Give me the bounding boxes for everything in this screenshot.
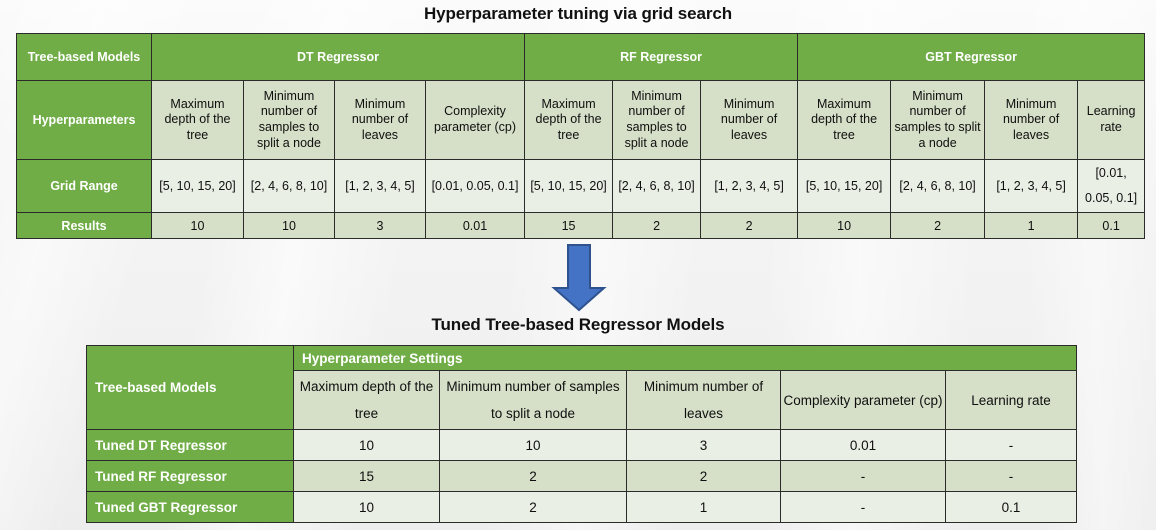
- tuned-model-label-2: Tuned GBT Regressor: [86, 491, 294, 523]
- tuned-value-1-4: -: [945, 460, 1077, 492]
- hyperparameter-settings-header: Hyperparameter Settings: [293, 345, 1077, 371]
- group-header-dt: DT Regressor: [150, 33, 526, 81]
- table-row-param-headers: Maximum depth of the tree Minimum number…: [87, 370, 1077, 430]
- table-row-models: Tree-based Models DT Regressor RF Regres…: [16, 33, 1146, 81]
- result-cell-7: 10: [797, 212, 892, 239]
- grid-range-cell-5: [2, 4, 6, 8, 10]: [612, 159, 702, 213]
- down-arrow-icon: [551, 244, 607, 312]
- table-row-hyperparameters: Hyperparameters Maximum depth of the tre…: [16, 80, 1146, 160]
- tuned-value-0-0: 10: [293, 429, 440, 461]
- tuned-value-1-3: -: [780, 460, 946, 492]
- result-cell-4: 15: [524, 212, 614, 239]
- grid-range-cell-7: [5, 10, 15, 20]: [797, 159, 892, 213]
- column-header-2: Minimum number of leaves: [334, 80, 426, 160]
- tuned-models-table: Tree-based Models Hyperparameter Setting…: [86, 345, 1077, 523]
- grid-range-cell-8: [2, 4, 6, 8, 10]: [890, 159, 986, 213]
- result-cell-9: 1: [984, 212, 1079, 239]
- page-title-bottom: Tuned Tree-based Regressor Models: [431, 315, 725, 334]
- table-row-tuned-dt: Tuned DT Regressor 10 10 3 0.01 -: [86, 429, 1077, 461]
- column-header-3: Complexity parameter (cp): [424, 80, 526, 160]
- result-cell-6: 2: [700, 212, 799, 239]
- table-row-tuned-rf: Tuned RF Regressor 15 2 2 - -: [86, 460, 1077, 492]
- tuned-column-header-2: Minimum number of leaves: [626, 370, 781, 430]
- table-row-results: Results 10 10 3 0.01 15 2 2 10 2 1 0.1: [16, 212, 1146, 239]
- table-row-settings-header: Tree-based Models Hyperparameter Setting…: [86, 345, 1077, 430]
- grid-range-cell-2: [1, 2, 3, 4, 5]: [334, 159, 426, 213]
- result-cell-2: 3: [334, 212, 426, 239]
- grid-range-cell-1: [2, 4, 6, 8, 10]: [243, 159, 335, 213]
- group-header-gbt: GBT Regressor: [797, 33, 1146, 81]
- column-header-0: Maximum depth of the tree: [151, 80, 244, 160]
- tuned-value-0-4: -: [945, 429, 1077, 461]
- tuned-value-2-3: -: [780, 491, 946, 523]
- tuned-value-2-0: 10: [293, 491, 440, 523]
- row-label-results: Results: [16, 212, 152, 239]
- tuned-column-header-4: Learning rate: [945, 370, 1077, 430]
- grid-range-cell-4: [5, 10, 15, 20]: [524, 159, 614, 213]
- tuned-column-header-1: Minimum number of samples to split a nod…: [439, 370, 627, 430]
- tuned-value-0-1: 10: [439, 429, 627, 461]
- row-label-hyperparameters: Hyperparameters: [16, 80, 152, 160]
- grid-range-cell-0: [5, 10, 15, 20]: [151, 159, 244, 213]
- tuned-model-label-1: Tuned RF Regressor: [86, 460, 294, 492]
- group-header-rf: RF Regressor: [524, 33, 799, 81]
- row-label-models: Tree-based Models: [16, 33, 152, 81]
- result-cell-10: 0.1: [1077, 212, 1146, 239]
- column-header-4: Maximum depth of the tree: [524, 80, 614, 160]
- tuned-value-1-2: 2: [626, 460, 781, 492]
- tuned-column-header-3: Complexity parameter (cp): [780, 370, 946, 430]
- column-header-8: Minimum number of samples to split a nod…: [890, 80, 986, 160]
- column-header-5: Minimum number of samples to split a nod…: [612, 80, 702, 160]
- row-label-grid-range: Grid Range: [16, 159, 152, 213]
- tuned-value-2-2: 1: [626, 491, 781, 523]
- result-cell-3: 0.01: [424, 212, 526, 239]
- table-row-tuned-gbt: Tuned GBT Regressor 10 2 1 - 0.1: [86, 491, 1077, 523]
- result-cell-1: 10: [243, 212, 335, 239]
- tuned-value-1-1: 2: [439, 460, 627, 492]
- tuned-models-header: Tree-based Models: [86, 345, 294, 430]
- result-cell-8: 2: [890, 212, 986, 239]
- grid-range-cell-9: [1, 2, 3, 4, 5]: [984, 159, 1079, 213]
- column-header-7: Maximum depth of the tree: [797, 80, 892, 160]
- page-title-top: Hyperparameter tuning via grid search: [423, 4, 733, 23]
- tuned-column-header-0: Maximum depth of the tree: [293, 370, 440, 430]
- tuned-value-0-3: 0.01: [780, 429, 946, 461]
- column-header-9: Minimum number of leaves: [984, 80, 1079, 160]
- tuned-value-2-4: 0.1: [945, 491, 1077, 523]
- column-header-1: Minimum number of samples to split a nod…: [243, 80, 335, 160]
- grid-range-cell-3: [0.01, 0.05, 0.1]: [424, 159, 526, 213]
- column-header-10: Learning rate: [1077, 80, 1146, 160]
- tuned-value-2-1: 2: [439, 491, 627, 523]
- tuned-value-1-0: 15: [293, 460, 440, 492]
- tuned-model-label-0: Tuned DT Regressor: [86, 429, 294, 461]
- column-header-6: Minimum number of leaves: [700, 80, 799, 160]
- result-cell-0: 10: [151, 212, 244, 239]
- table-row-grid-range: Grid Range [5, 10, 15, 20] [2, 4, 6, 8, …: [16, 159, 1146, 213]
- result-cell-5: 2: [612, 212, 702, 239]
- grid-search-table: Tree-based Models DT Regressor RF Regres…: [16, 33, 1146, 239]
- tuned-value-0-2: 3: [626, 429, 781, 461]
- grid-range-cell-10: [0.01, 0.05, 0.1]: [1077, 159, 1146, 213]
- grid-range-cell-6: [1, 2, 3, 4, 5]: [700, 159, 799, 213]
